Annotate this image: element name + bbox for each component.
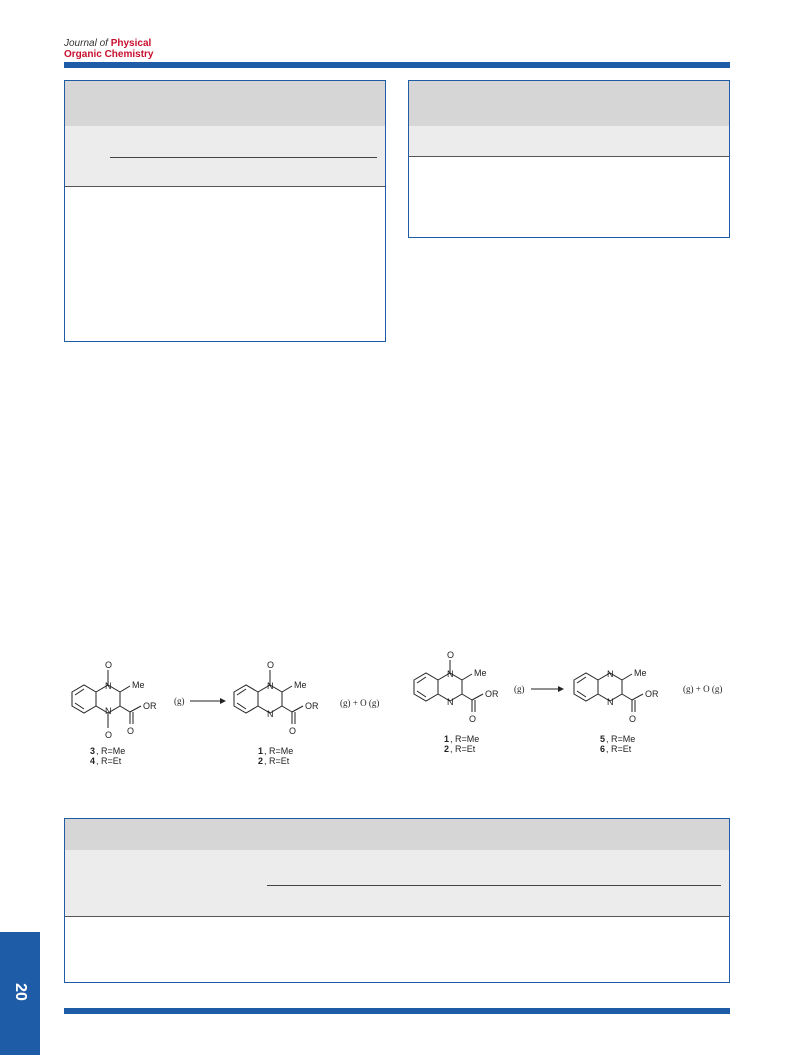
table-top-left [64, 80, 386, 342]
phase-label: (g) [514, 684, 525, 694]
journal-logo: Journal of Physical Organic Chemistry [64, 38, 153, 60]
atom-o-carbonyl: O [289, 726, 296, 736]
substituent-me: Me [294, 680, 307, 690]
atom-o-carbonyl: O [127, 726, 134, 736]
table-header-band [65, 81, 385, 126]
compound-number: 2 [258, 756, 263, 766]
atom-n-top: N [267, 681, 274, 691]
compound-label: , R=Me [264, 746, 293, 756]
table-subheader-band [65, 850, 729, 916]
table-header-separator [409, 156, 729, 157]
atom-n-top: N [607, 669, 614, 679]
compound-label: , R=Et [264, 756, 290, 766]
compound-label: , R=Me [606, 734, 635, 744]
header-rule [64, 62, 730, 68]
reaction-scheme-left: N N O O Me OR O 3 , R=Me 4 , R=Et (g) N … [71, 660, 379, 766]
reaction-scheme-right: N N O Me OR O 1 , R=Me 2 , R=Et (g) N N … [413, 650, 722, 754]
product-molecule: N N Me OR O 5 , R=Me 6 , R=Et [573, 668, 659, 754]
atom-n-bottom: N [267, 709, 274, 719]
atom-o-top: O [267, 660, 274, 670]
phase-products-label: (g) + O (g) [340, 698, 379, 708]
compound-number: 1 [258, 746, 263, 756]
table-column-rule [110, 157, 377, 158]
compound-number: 2 [444, 744, 449, 754]
table-header-band [409, 81, 729, 126]
compound-label: , R=Me [96, 746, 125, 756]
table-header-band [65, 819, 729, 850]
compound-label: , R=Me [450, 734, 479, 744]
table-top-right [408, 80, 730, 238]
table-subheader-band [65, 126, 385, 186]
substituent-me: Me [132, 680, 145, 690]
table-column-rule [267, 885, 721, 886]
atom-n-bottom: N [447, 697, 454, 707]
table-subheader-band [409, 126, 729, 156]
journal-title-line2: Organic Chemistry [64, 49, 154, 60]
page-tab [0, 932, 40, 1055]
table-bottom [64, 818, 730, 983]
compound-number: 3 [90, 746, 95, 756]
page-number: 20 [12, 983, 29, 1001]
atom-n-bottom: N [105, 706, 112, 716]
ester-or: OR [143, 701, 157, 711]
atom-o-top: O [105, 660, 112, 670]
table-header-separator [65, 916, 729, 917]
compound-label: , R=Et [606, 744, 632, 754]
atom-n-top: N [447, 669, 454, 679]
journal-title-prefix: Journal of [64, 38, 108, 49]
reactant-molecule: N N O O Me OR O 3 , R=Me 4 , R=Et [71, 660, 157, 766]
compound-number: 6 [600, 744, 605, 754]
ester-or: OR [305, 701, 319, 711]
substituent-me: Me [474, 668, 487, 678]
atom-o-carbonyl: O [629, 714, 636, 724]
atom-o-top: O [447, 650, 454, 660]
footer-rule [64, 1008, 730, 1014]
ester-or: OR [645, 689, 659, 699]
arrow-head-icon [220, 698, 226, 704]
phase-products-label: (g) + O (g) [683, 684, 722, 694]
atom-n-top: N [105, 681, 112, 691]
atom-o-bottom: O [105, 730, 112, 740]
compound-label: , R=Et [96, 756, 122, 766]
atom-n-bottom: N [607, 697, 614, 707]
product-molecule: N N O Me OR O 1 , R=Me 2 , R=Et [233, 660, 319, 766]
ester-or: OR [485, 689, 499, 699]
compound-number: 5 [600, 734, 605, 744]
compound-label: , R=Et [450, 744, 476, 754]
substituent-me: Me [634, 668, 647, 678]
journal-title-physical: Physical [110, 38, 152, 49]
compound-number: 1 [444, 734, 449, 744]
atom-o-carbonyl: O [469, 714, 476, 724]
table-header-separator [65, 186, 385, 187]
phase-label: (g) [174, 696, 185, 706]
reactant-molecule: N N O Me OR O 1 , R=Me 2 , R=Et [413, 650, 499, 754]
compound-number: 4 [90, 756, 95, 766]
arrow-head-icon [558, 686, 564, 692]
